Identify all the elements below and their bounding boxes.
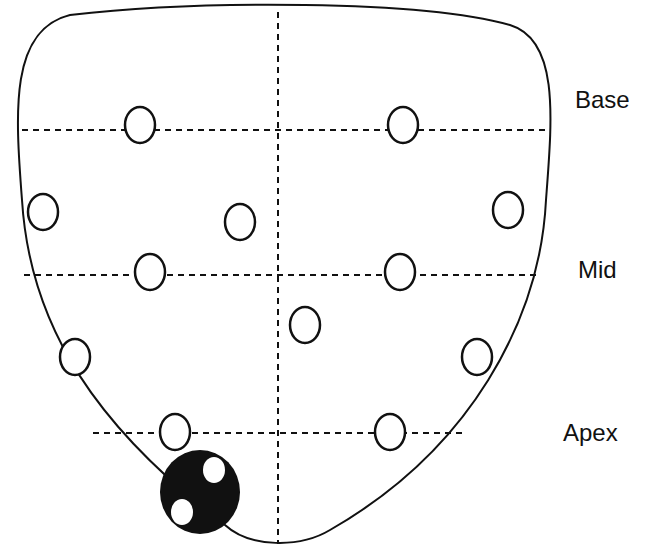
region-label: Apex <box>563 421 618 445</box>
midline <box>277 12 279 544</box>
biopsy-core <box>388 107 418 143</box>
base-line <box>22 129 545 131</box>
biopsy-core <box>462 339 492 375</box>
biopsy-core <box>493 192 523 228</box>
region-label: Base <box>575 88 630 112</box>
gland-outline <box>18 5 551 543</box>
mid-line <box>24 274 540 276</box>
lesion-core <box>171 499 193 525</box>
biopsy-core <box>225 204 255 240</box>
biopsy-core <box>135 254 165 290</box>
biopsy-core <box>290 307 320 343</box>
biopsy-core <box>160 414 190 450</box>
biopsy-core <box>125 107 155 143</box>
lesion-core <box>203 457 225 483</box>
region-label: Mid <box>578 258 617 282</box>
biopsy-core <box>375 414 405 450</box>
biopsy-core <box>385 254 415 290</box>
lesion <box>160 450 240 534</box>
biopsy-core <box>28 194 58 230</box>
biopsy-core <box>60 339 90 375</box>
